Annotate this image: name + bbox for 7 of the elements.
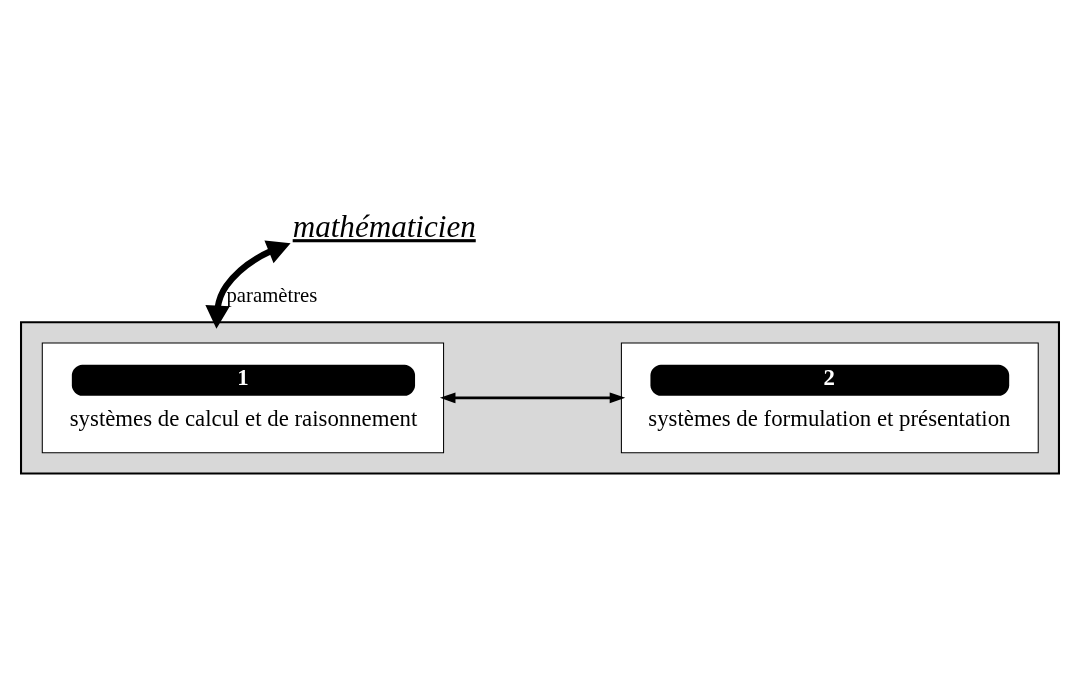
node-text: mathématicien — [292, 208, 476, 244]
edge-label: paramètres — [226, 283, 318, 306]
cluster — [20, 320, 1060, 475]
arrow — [205, 239, 291, 329]
arrow — [439, 391, 626, 403]
node-box: 1 systèmes de calcul et de raisonnement — [41, 341, 445, 453]
node-box: 2 systèmes de formulation et présentation — [620, 341, 1039, 453]
